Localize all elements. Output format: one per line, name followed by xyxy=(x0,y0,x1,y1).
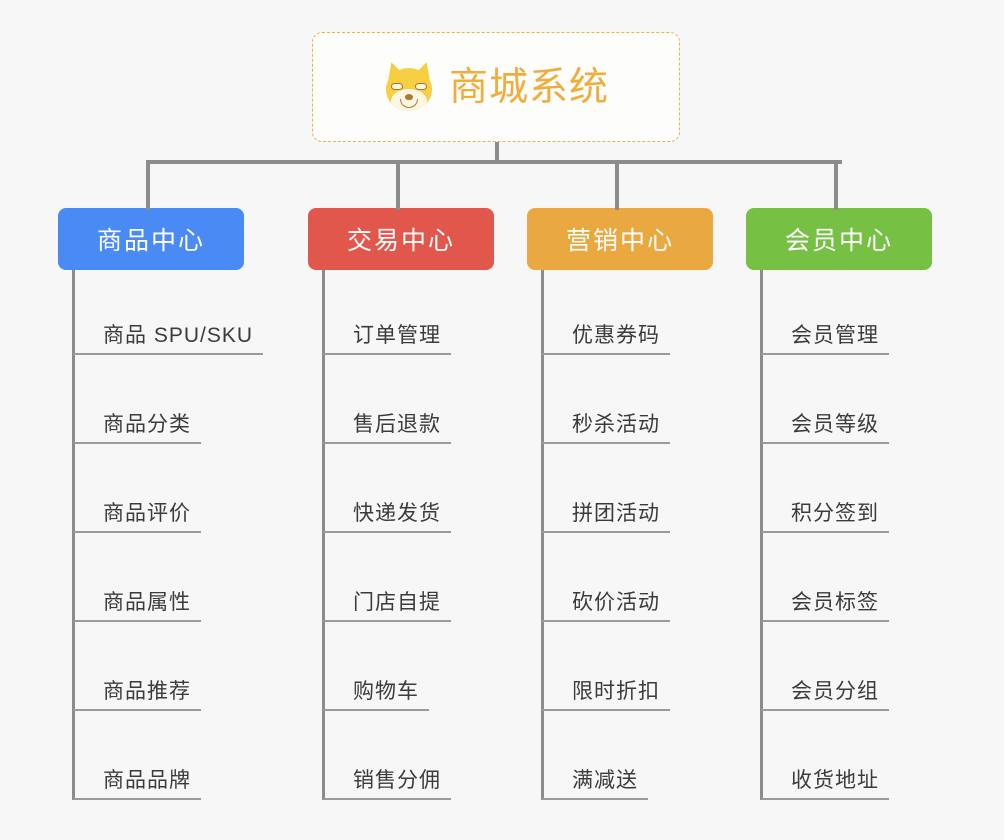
leaf-item-label: 秒杀活动 xyxy=(572,413,660,436)
leaf-item-label: 商品评价 xyxy=(103,502,191,525)
connector-drop-1 xyxy=(146,160,150,210)
leaf-item-label: 会员等级 xyxy=(791,413,879,436)
leaf-item-underline xyxy=(323,620,451,622)
leaf-item-underline xyxy=(542,709,670,711)
leaf-item-label: 收货地址 xyxy=(791,769,879,792)
leaf-item-underline xyxy=(73,531,201,533)
leaf-item-underline xyxy=(542,531,670,533)
leaf-item-label: 商品推荐 xyxy=(103,680,191,703)
root-title: 商城系统 xyxy=(448,65,609,109)
leaf-item-label: 会员标签 xyxy=(791,591,879,614)
leaf-item-label: 商品品牌 xyxy=(103,769,191,792)
leaf-item-underline xyxy=(761,531,889,533)
connector-drop-2 xyxy=(396,160,400,210)
leaf-item-underline xyxy=(73,798,201,800)
leaf-item-underline xyxy=(761,798,889,800)
leaf-item-label: 满减送 xyxy=(572,769,638,792)
leaf-item-label: 门店自提 xyxy=(353,591,441,614)
category-box-3[interactable]: 营销中心 xyxy=(527,208,713,270)
leaf-item-label: 售后退款 xyxy=(353,413,441,436)
connector-drop-4 xyxy=(834,160,838,210)
leaf-item-underline xyxy=(73,353,263,355)
category-spine-1 xyxy=(72,270,75,800)
leaf-item-underline xyxy=(73,620,201,622)
category-box-4[interactable]: 会员中心 xyxy=(746,208,932,270)
category-box-1[interactable]: 商品中心 xyxy=(58,208,244,270)
leaf-item-underline xyxy=(73,709,201,711)
leaf-item-label: 优惠券码 xyxy=(572,324,660,347)
leaf-item-label: 拼团活动 xyxy=(572,502,660,525)
leaf-item-label: 订单管理 xyxy=(353,324,441,347)
leaf-item-underline xyxy=(323,531,451,533)
connector-trunk-vertical xyxy=(495,142,499,162)
leaf-item-underline xyxy=(323,353,451,355)
leaf-item-underline xyxy=(323,709,429,711)
category-spine-2 xyxy=(322,270,325,800)
leaf-item-underline xyxy=(73,442,201,444)
leaf-item-underline xyxy=(542,798,648,800)
category-spine-3 xyxy=(541,270,544,800)
leaf-item-underline xyxy=(761,353,889,355)
leaf-item-underline xyxy=(761,709,889,711)
leaf-item-underline xyxy=(323,442,451,444)
connector-drop-3 xyxy=(615,160,619,210)
leaf-item-underline xyxy=(323,798,451,800)
leaf-item-label: 快递发货 xyxy=(353,502,441,525)
leaf-item-label: 会员分组 xyxy=(791,680,879,703)
leaf-item-underline xyxy=(761,620,889,622)
leaf-item-underline xyxy=(761,442,889,444)
leaf-item-label: 会员管理 xyxy=(791,324,879,347)
leaf-item-label: 商品属性 xyxy=(103,591,191,614)
leaf-item-label: 积分签到 xyxy=(791,502,879,525)
leaf-item-label: 销售分佣 xyxy=(353,769,441,792)
root-node[interactable]: 商城系统 xyxy=(312,32,680,142)
leaf-item-label: 砍价活动 xyxy=(572,591,660,614)
leaf-item-underline xyxy=(542,620,670,622)
category-spine-4 xyxy=(760,270,763,800)
shiba-dog-icon xyxy=(382,59,436,112)
leaf-item-underline xyxy=(542,442,670,444)
leaf-item-label: 限时折扣 xyxy=(572,680,660,703)
connector-bus-horizontal xyxy=(148,160,842,164)
leaf-item-label: 商品分类 xyxy=(103,413,191,436)
leaf-item-label: 购物车 xyxy=(353,680,419,703)
category-box-2[interactable]: 交易中心 xyxy=(308,208,494,270)
leaf-item-label: 商品 SPU/SKU xyxy=(103,324,254,347)
leaf-item-underline xyxy=(542,353,670,355)
